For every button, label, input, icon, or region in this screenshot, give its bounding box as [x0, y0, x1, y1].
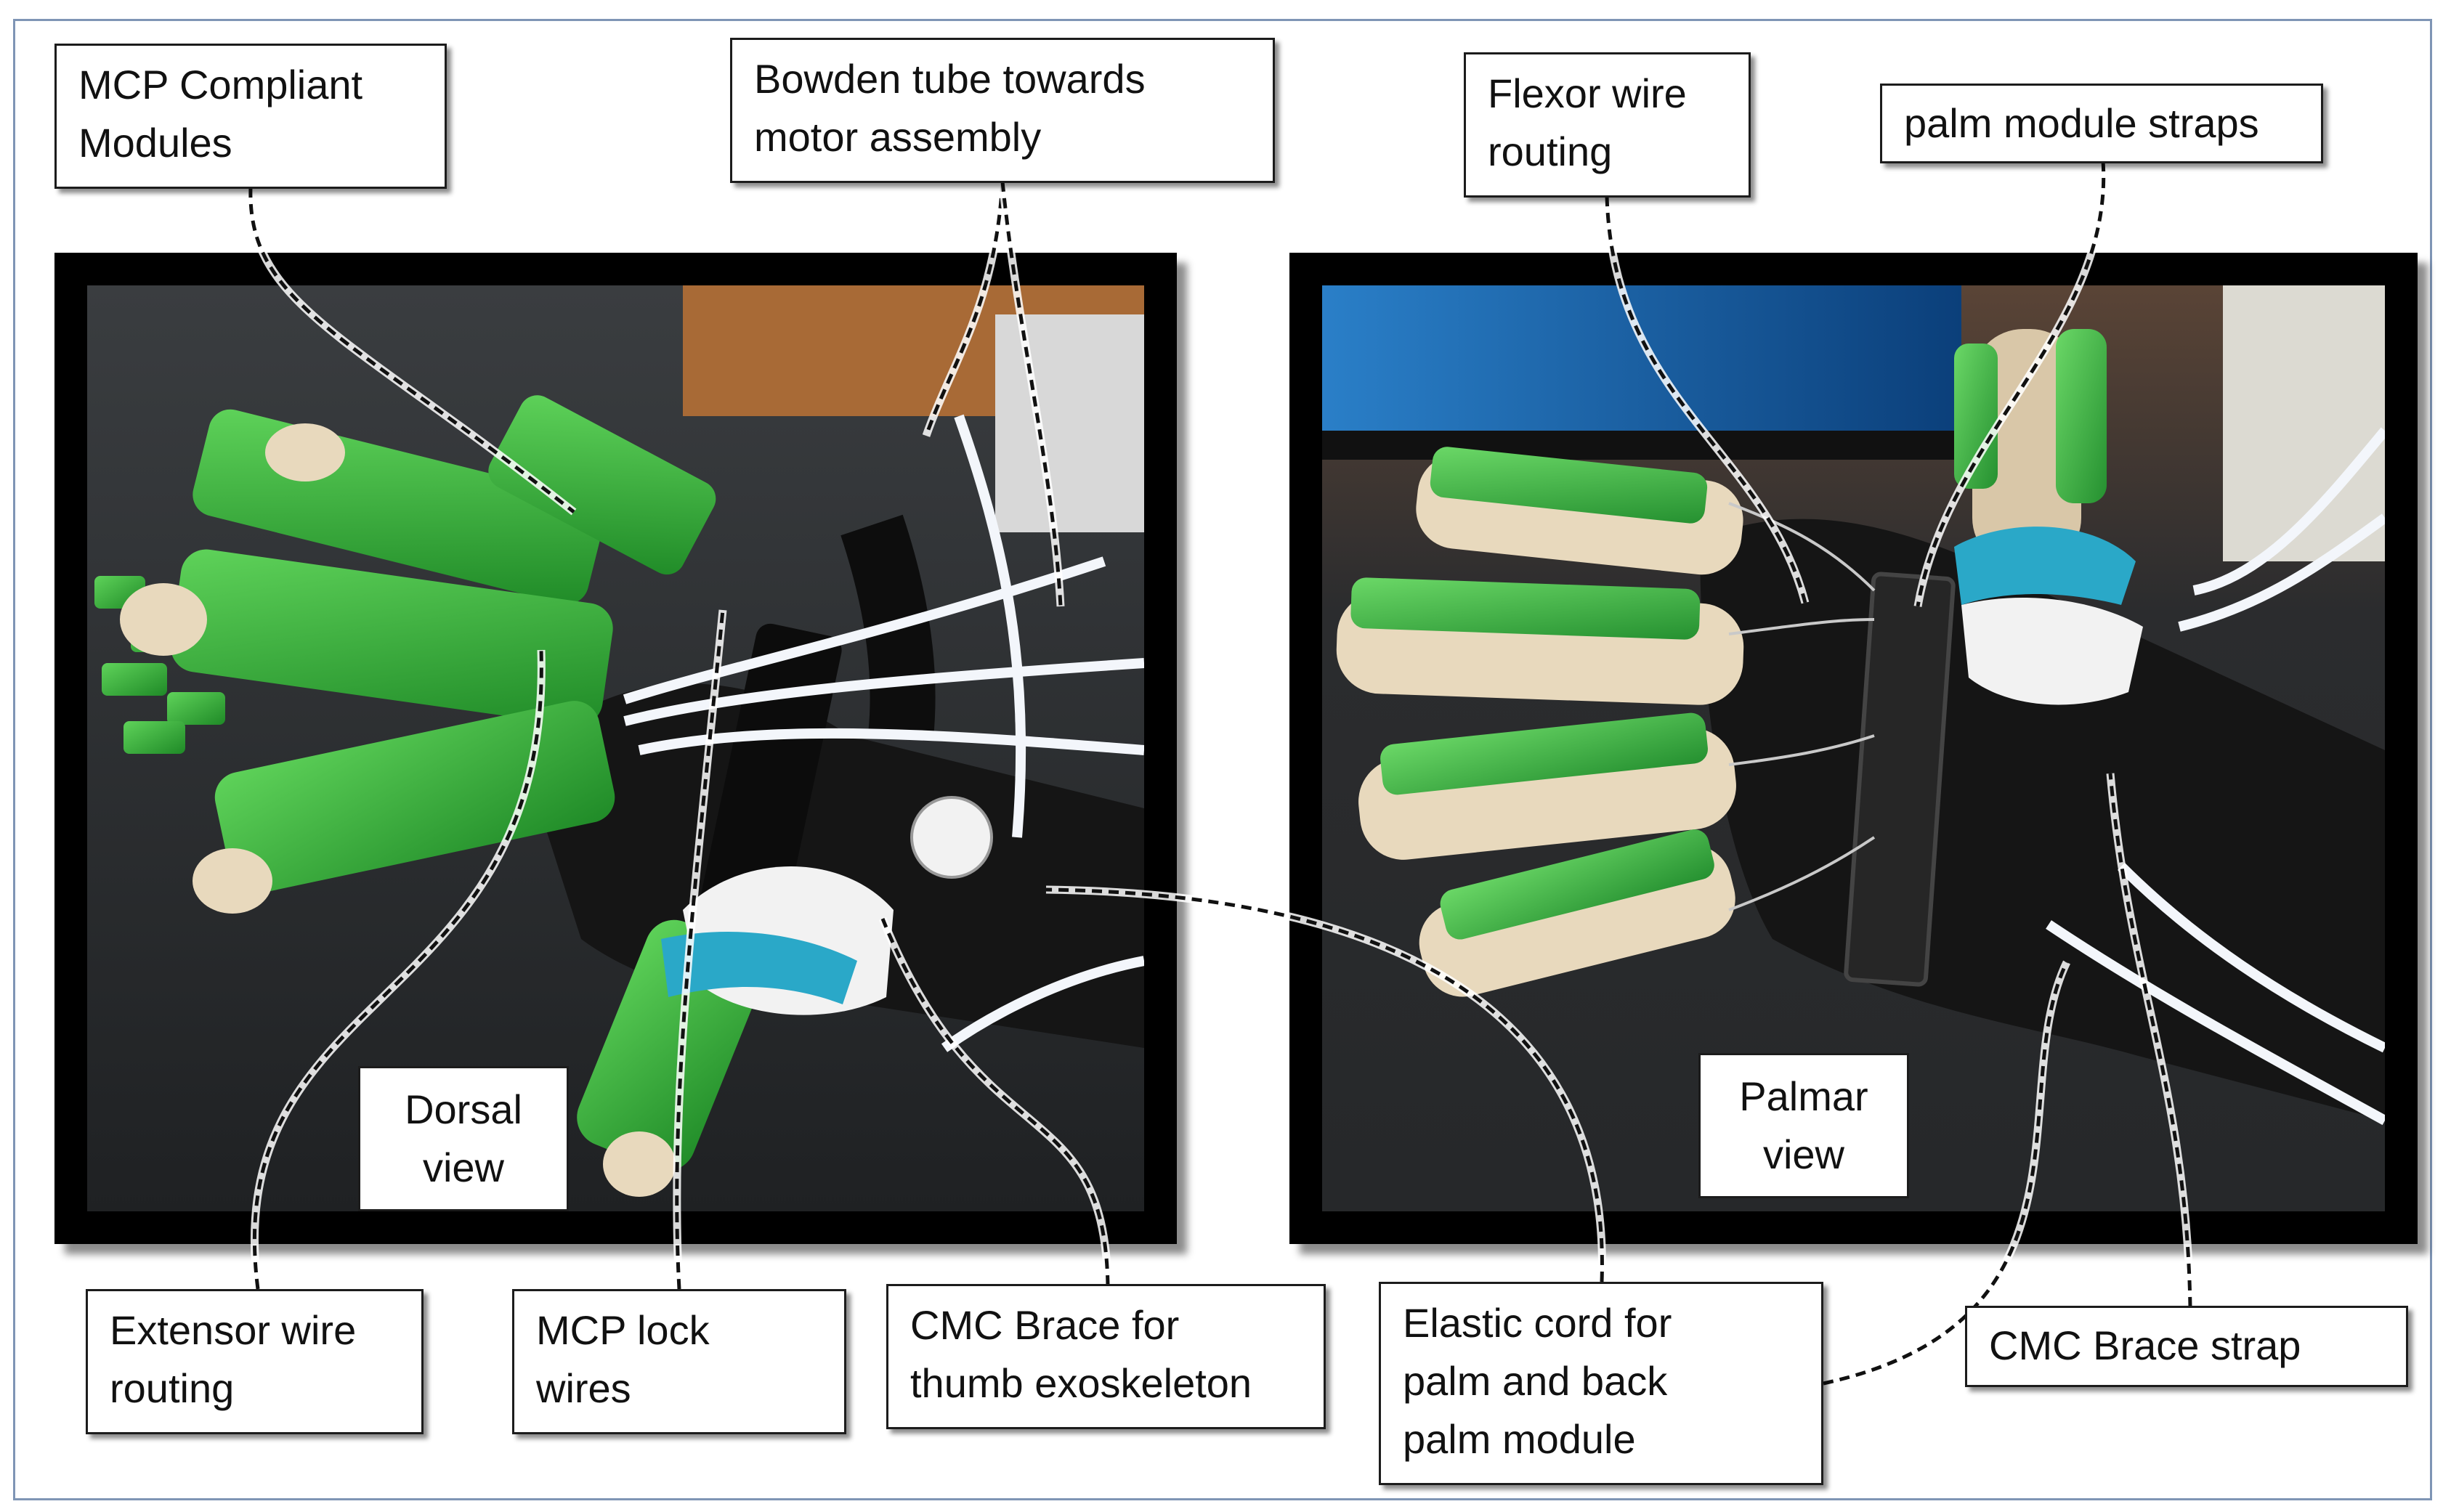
equipment-case: [2223, 285, 2385, 561]
label-palm-module-straps: palm module straps: [1880, 84, 2323, 163]
label-cmc-brace-strap: CMC Brace strap: [1965, 1306, 2408, 1387]
dorsal-photo: [87, 285, 1144, 1211]
dorsal-view-label: Dorsal view: [358, 1066, 569, 1211]
dorsal-photo-panel: [54, 253, 1177, 1244]
label-cmc-brace-thumb: CMC Brace for thumb exoskeleton: [886, 1284, 1326, 1429]
monitor-screen: [1322, 285, 1961, 431]
label-extensor-wire-routing: Extensor wire routing: [86, 1289, 424, 1434]
label-bowden-tube: Bowden tube towards motor assembly: [730, 38, 1275, 183]
label-elastic-cord: Elastic cord for palm and back palm modu…: [1379, 1282, 1823, 1485]
label-flexor-wire-routing: Flexor wire routing: [1464, 52, 1751, 198]
palmar-view-label: Palmar view: [1698, 1053, 1909, 1198]
palm-strap: [698, 623, 842, 935]
monitor-bezel: [1322, 431, 1961, 460]
figure-border: [13, 19, 2432, 1500]
label-mcp-compliant-modules: MCP Compliant Modules: [54, 44, 447, 189]
equipment-box: [995, 314, 1144, 532]
label-mcp-lock-wires: MCP lock wires: [512, 1289, 846, 1434]
